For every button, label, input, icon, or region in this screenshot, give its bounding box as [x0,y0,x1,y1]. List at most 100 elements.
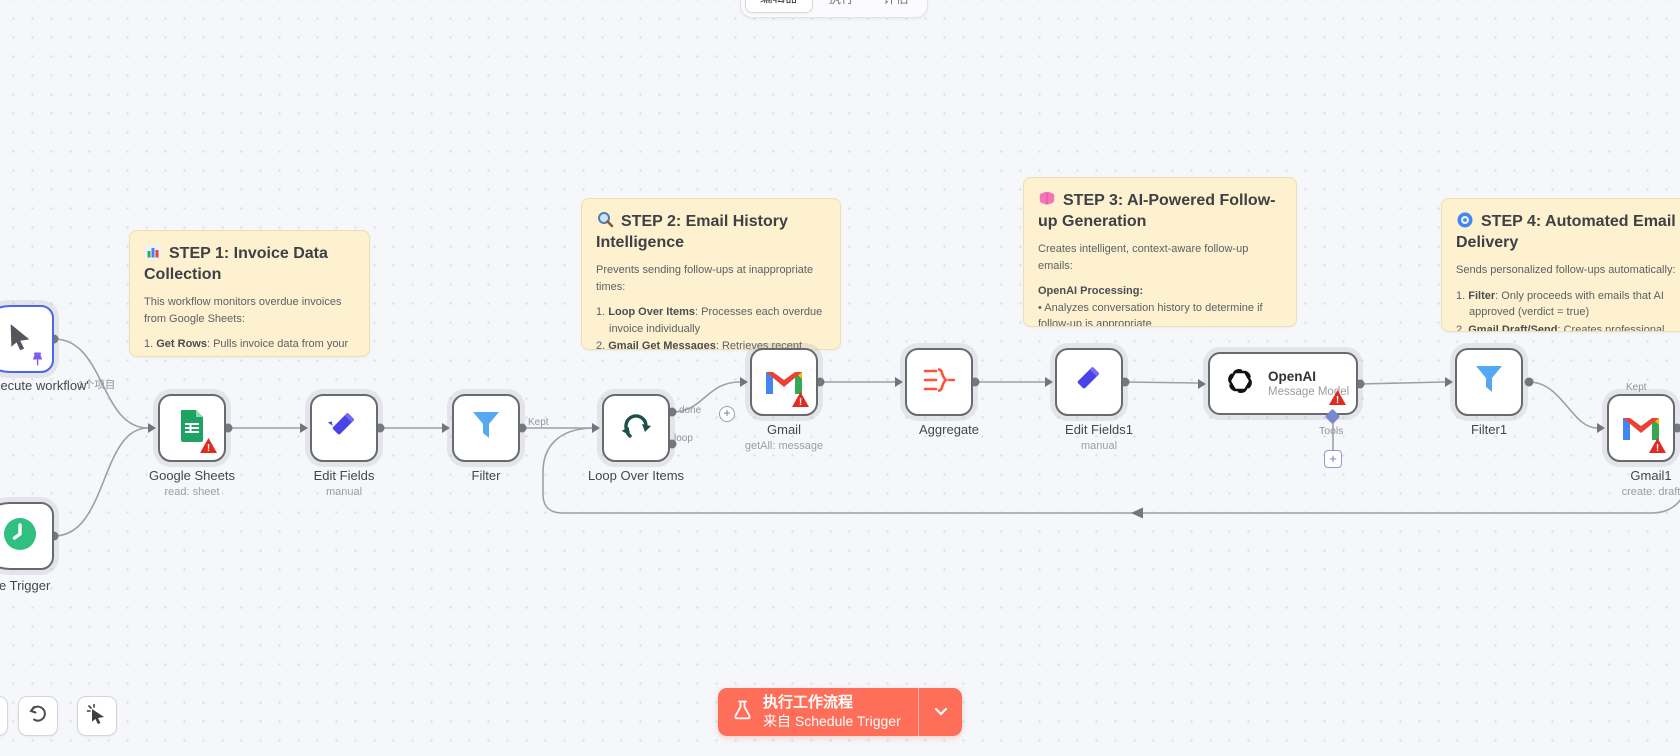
pin-icon [31,352,44,366]
node-filter[interactable] [452,394,520,462]
undo-button[interactable] [18,696,58,736]
sticky-note-step1[interactable]: STEP 1: Invoice Data Collection This wor… [129,230,370,357]
node-gmail[interactable]: ! [750,348,818,416]
node-label-schedule-trigger: dule Trigger [0,578,51,593]
funnel-icon [472,411,500,446]
node-sublabel: getAll: message [744,440,824,453]
note-title: STEP 2: Email History Intelligence [596,211,826,253]
execute-workflow-split-button: 执行工作流程 来自 Schedule Trigger [718,688,962,736]
svg-text:!: ! [207,443,210,453]
note-title: STEP 3: AI-Powered Follow-up Generation [1038,190,1282,232]
svg-text:!: ! [1656,443,1659,453]
view-tabbar: 编辑器 执行 评估 [740,0,928,18]
note-list-item: 1. Loop Over Items: Processes each overd… [596,306,823,335]
pencil-icon [1073,364,1105,401]
node-label-edit-fields1: Edit Fields1 manual [1019,422,1179,454]
funnel-icon [1475,365,1503,400]
note-body: This workflow monitors overdue invoices … [144,294,355,353]
node-filter1[interactable] [1455,348,1523,416]
node-sublabel: create: draft [1621,486,1680,499]
note-title-text: STEP 2: Email History Intelligence [596,213,788,252]
node-schedule-trigger[interactable] [0,502,54,570]
node-label-aggregate: Aggregate [919,422,979,437]
node-sublabel: read: sheet [164,486,220,499]
openai-tools-label: Tools [1319,425,1344,437]
sticky-note-step2[interactable]: STEP 2: Email History Intelligence Preve… [581,198,841,350]
note-bullet: • Analyzes conversation history to deter… [1038,301,1263,327]
node-edit-fields[interactable] [310,394,378,462]
node-loop-over-items[interactable] [602,394,670,462]
node-label-gmail: Gmail getAll: message [704,422,864,454]
node-edit-fields1[interactable] [1055,348,1123,416]
loop-loop-output-label: loop [674,433,693,444]
note-list-item: 2. Gmail Draft/Send: Creates professiona… [1456,323,1665,332]
node-label-filter: Filter [471,468,501,483]
openai-logo-icon [1223,364,1257,403]
connection-openai-to-filter1[interactable] [1359,381,1446,385]
sticky-note-step3[interactable]: STEP 3: AI-Powered Follow-up Generation … [1023,177,1297,327]
tab-editor[interactable]: 编辑器 [745,0,813,13]
node-label-loop-over-items: Loop Over Items [587,468,685,483]
magnifier-icon [596,211,614,229]
tab-executions[interactable]: 执行 [815,0,868,13]
node-gmail1[interactable]: ! [1607,394,1675,462]
node-label-filter1: Filter1 [1470,422,1508,437]
svg-text:!: ! [799,397,802,407]
pencil-icon [327,410,360,447]
note-list-item: 1. Get Rows: Pulls invoice data from you… [144,338,349,351]
warning-triangle-icon: ! [792,392,809,408]
node-label-edit-fields: Edit Fields manual [264,468,424,500]
node-label-manual-trigger: licking 'Execute workflow' [0,378,89,393]
gmail-icon [766,366,802,399]
chevron-down-icon [934,703,948,721]
add-node-on-connection-button[interactable]: + [719,406,735,422]
note-list-item: 2. Gmail Get Messages: Retrieves recent … [596,340,803,350]
execute-options-dropdown-button[interactable] [918,688,962,736]
cursor-icon [7,323,33,356]
openai-node-subtitle: Message Model [1268,386,1350,398]
svg-text:!: ! [1336,395,1339,405]
tidy-up-pointer-icon [86,703,108,730]
node-label-google-sheets: Google Sheets read: sheet [112,468,272,500]
connection-editfields1-to-openai[interactable] [1124,381,1199,384]
aggregate-icon [923,367,956,397]
clock-icon [3,517,37,556]
node-aggregate[interactable] [905,348,973,416]
add-tool-button[interactable]: + [1324,450,1342,468]
note-body: Sends personalized follow-ups automatica… [1456,262,1678,332]
tidy-up-button[interactable] [77,696,117,736]
undo-icon [28,704,48,729]
node-openai[interactable]: OpenAI Message Model ! [1208,352,1358,415]
filter1-kept-branch-label: Kept [1626,382,1647,393]
execute-button-line2: 来自 Schedule Trigger [763,712,901,729]
note-body: Creates intelligent, context-aware follo… [1038,241,1282,327]
node-label-gmail1: Gmail1 create: draft [1571,468,1680,500]
note-intro: This workflow monitors overdue invoices … [144,296,342,325]
execute-workflow-button[interactable]: 执行工作流程 来自 Schedule Trigger [718,688,918,736]
node-manual-trigger[interactable] [0,305,54,373]
note-title: STEP 4: Automated Email Delivery [1456,211,1678,253]
note-list-item: 1. Filter: Only proceeds with emails tha… [1456,289,1664,319]
flask-icon [733,700,752,725]
execute-button-labels: 执行工作流程 来自 Schedule Trigger [763,694,901,730]
openai-node-title: OpenAI [1268,369,1317,384]
toolbar-partial-button[interactable] [0,696,8,736]
node-sublabel: manual [325,486,363,499]
note-title-text: STEP 3: AI-Powered Follow-up Generation [1038,192,1276,231]
bar-chart-icon [144,243,162,261]
warning-triangle-icon: ! [200,438,217,454]
warning-triangle-icon: ! [1649,438,1666,454]
note-intro: Creates intelligent, context-aware follo… [1038,243,1249,272]
node-google-sheets[interactable]: ! [158,394,226,462]
google-sheets-icon [179,409,205,447]
disc-icon [1456,211,1474,229]
note-intro: Sends personalized follow-ups automatica… [1456,264,1676,277]
loop-done-output-label: done [679,405,702,416]
brain-icon [1038,190,1056,208]
note-intro: Prevents sending follow-ups at inappropr… [596,264,814,293]
tab-evaluations[interactable]: 评估 [870,0,923,13]
sticky-note-step4[interactable]: STEP 4: Automated Email Delivery Sends p… [1441,198,1680,332]
loop-arrows-icon [620,410,652,447]
